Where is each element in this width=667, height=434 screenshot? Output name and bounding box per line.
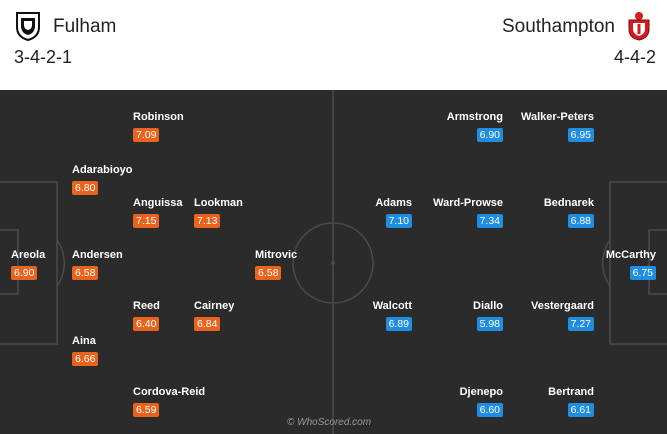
player-rating: 6.40 bbox=[133, 317, 160, 331]
player-rating: 6.90 bbox=[476, 128, 503, 142]
player-name: Lookman bbox=[194, 197, 243, 209]
away-team-name: Southampton bbox=[501, 16, 615, 37]
player-name: McCarthy bbox=[605, 249, 656, 261]
player-rating: 6.88 bbox=[567, 214, 594, 228]
player-rating: 6.75 bbox=[629, 266, 656, 280]
player-name: Djenepo bbox=[459, 386, 503, 398]
player-name: Bertrand bbox=[548, 386, 594, 398]
player-name: Andersen bbox=[72, 249, 123, 261]
player-name: Adams bbox=[375, 197, 412, 209]
player-name: Adarabioyo bbox=[72, 164, 133, 176]
whoscored-watermark: © WhoScored.com bbox=[287, 417, 372, 428]
player-name: Walcott bbox=[372, 300, 412, 312]
player-name: Bednarek bbox=[543, 197, 594, 209]
player-rating: 6.95 bbox=[567, 128, 594, 142]
player-rating: 6.59 bbox=[133, 403, 160, 417]
home-team-name: Fulham bbox=[53, 16, 117, 37]
player-rating: 7.15 bbox=[133, 214, 160, 228]
player-rating: 7.10 bbox=[385, 214, 412, 228]
match-header: Fulham 3-4-2-1 Southampton 4-4-2 bbox=[0, 0, 667, 90]
player-rating: 6.90 bbox=[11, 266, 38, 280]
player-rating: 5.98 bbox=[476, 317, 503, 331]
player-rating: 6.60 bbox=[476, 403, 503, 417]
fulham-crest-icon bbox=[16, 12, 40, 41]
pitch: Areola 6.90 Andersen 6.58 Adarabioyo 6.8… bbox=[0, 90, 667, 434]
player-rating: 6.89 bbox=[385, 317, 412, 331]
player-name: Walker-Peters bbox=[521, 111, 594, 123]
player-rating: 6.84 bbox=[194, 317, 221, 331]
southampton-crest-icon bbox=[628, 12, 650, 41]
player-name: Robinson bbox=[133, 111, 184, 123]
player-rating: 6.61 bbox=[567, 403, 594, 417]
player-name: Armstrong bbox=[446, 111, 503, 123]
home-formation: 3-4-2-1 bbox=[14, 47, 73, 67]
player-name: Cairney bbox=[194, 300, 235, 312]
player-rating: 6.66 bbox=[72, 352, 99, 366]
player-name: Aina bbox=[72, 335, 96, 347]
player-rating: 7.34 bbox=[476, 214, 503, 228]
player-name: Areola bbox=[11, 249, 46, 261]
player-name: Reed bbox=[133, 300, 160, 312]
player-rating: 6.58 bbox=[255, 266, 282, 280]
pitch-markings bbox=[0, 90, 667, 434]
player-name: Diallo bbox=[473, 300, 503, 312]
player-name: Cordova-Reid bbox=[133, 386, 206, 398]
player-rating: 6.80 bbox=[72, 181, 99, 195]
player-rating: 7.09 bbox=[133, 128, 160, 142]
player-rating: 6.58 bbox=[72, 266, 99, 280]
player-name: Ward-Prowse bbox=[433, 197, 503, 209]
away-formation: 4-4-2 bbox=[613, 47, 656, 67]
player-rating: 7.13 bbox=[194, 214, 221, 228]
player-rating: 7.27 bbox=[567, 317, 594, 331]
player-name: Anguissa bbox=[133, 197, 183, 209]
player-name: Vestergaard bbox=[531, 300, 594, 312]
player-name: Mitrovic bbox=[255, 249, 298, 261]
